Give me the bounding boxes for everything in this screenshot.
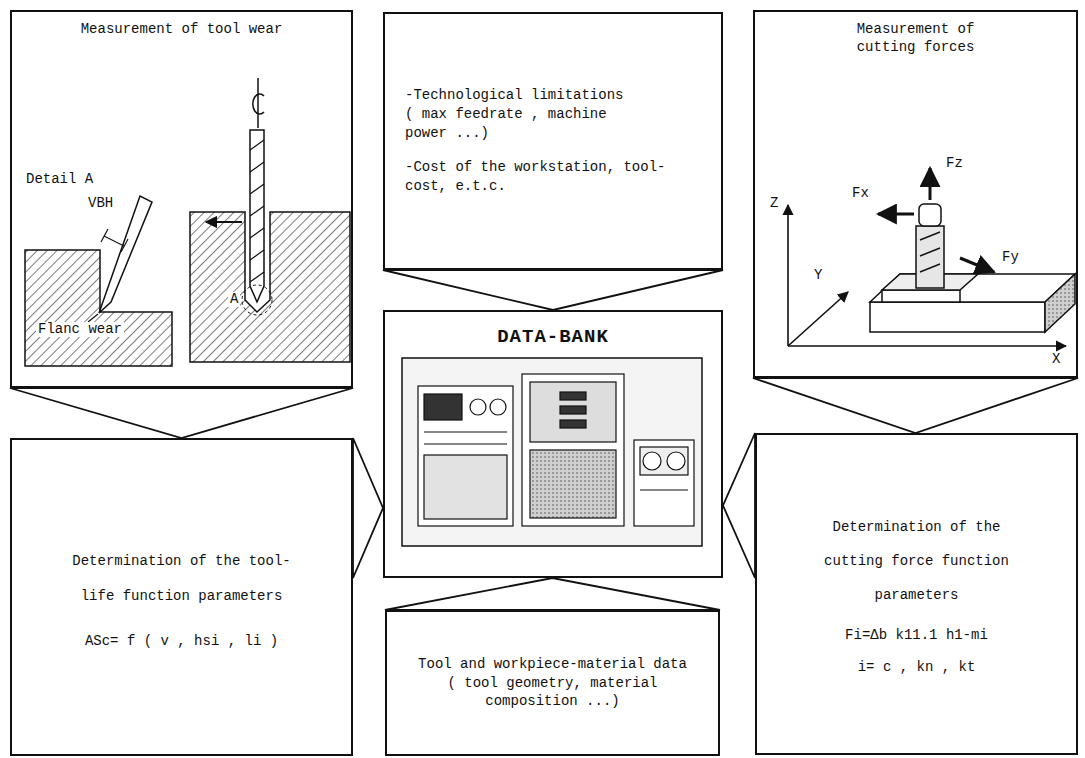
milling-cutter — [920, 232, 940, 240]
figure-label: Flanc wear — [36, 322, 124, 337]
computer-cabinets — [560, 420, 586, 428]
computer-frame — [402, 358, 702, 546]
flow-arrow — [385, 578, 720, 610]
databank-box: DATA-BANK — [383, 310, 723, 578]
computer-cabinets — [560, 392, 586, 400]
computer-cabinets — [424, 394, 462, 420]
wear-dimension — [101, 229, 128, 252]
computer-cabinets — [418, 386, 513, 526]
drill — [250, 140, 264, 282]
box-heading: Measurement of tool wear — [81, 20, 283, 38]
computer-cabinets — [530, 450, 616, 518]
box-text: -Cost of the workstation, tool-cost, e.t… — [405, 158, 685, 196]
flow-arrow — [383, 270, 723, 310]
process-box: Determination of the cutting force funct… — [755, 433, 1078, 755]
force-arrows — [929, 168, 932, 200]
workpiece-block — [870, 274, 1075, 332]
detail-circle — [242, 285, 272, 315]
drill — [250, 272, 264, 282]
computer-cabinets — [634, 440, 694, 526]
flow-arrow — [753, 378, 1078, 433]
figure-label: VBH — [86, 196, 115, 211]
box-heading: Measurement of cutting forces — [841, 20, 991, 56]
drill — [250, 184, 264, 194]
workpiece-block — [870, 274, 1075, 302]
computer-cabinets — [424, 443, 507, 444]
box-text: Fi=Δb k11.1 h1-mi — [845, 626, 988, 644]
box-text: i= c , kn , kt — [858, 658, 976, 676]
box-heading: DATA-BANK — [497, 326, 609, 349]
computer-cabinets — [560, 406, 586, 414]
feed-arrow — [206, 221, 242, 223]
workpiece-block — [870, 302, 1045, 332]
figure-label: Z — [768, 196, 780, 211]
figure-label: Detail A — [24, 172, 95, 187]
figure-label: A — [228, 292, 240, 307]
computer-cabinets — [490, 399, 506, 415]
milling-cutter — [916, 226, 944, 288]
drill — [250, 250, 264, 260]
figure-label: Fz — [944, 156, 965, 171]
measurement-box: Measurement of cutting forces — [753, 10, 1078, 378]
computer-cabinets — [640, 447, 688, 475]
milling-cutter — [920, 264, 940, 272]
axes — [787, 205, 789, 346]
figure-label: Y — [812, 268, 824, 283]
computer-cabinets — [643, 452, 661, 470]
drill — [250, 162, 264, 172]
drill — [250, 130, 264, 302]
box-heading: Determination of the cutting force funct… — [807, 511, 1027, 612]
wear-dimension — [104, 236, 124, 246]
milling-cutter — [916, 204, 944, 288]
figure-label: X — [1050, 352, 1062, 367]
figure-label: Fx — [850, 186, 871, 201]
milling-cutter — [920, 248, 940, 256]
computer-cabinets — [522, 374, 624, 526]
drill — [250, 130, 264, 302]
axes — [788, 292, 848, 346]
rotation-symbol — [253, 94, 264, 114]
flow-arrow — [723, 433, 755, 578]
drill — [250, 206, 264, 216]
computer-cabinets — [424, 431, 507, 432]
workpiece-block — [882, 290, 960, 302]
detail-workpiece — [25, 250, 172, 366]
rotation-symbol — [257, 78, 259, 128]
flow-arrow — [10, 388, 353, 438]
computer-cabinets — [418, 374, 694, 526]
wear-dimension — [121, 239, 128, 252]
workpiece-section — [190, 212, 350, 362]
box-heading: Determination of the tool-life function … — [62, 544, 302, 614]
wear-dimension — [101, 229, 108, 242]
box-text: ASc= f ( v , hsi , li ) — [85, 632, 278, 650]
constraints-box: -Technological limitations ( max feedrat… — [383, 12, 723, 270]
tool-edge — [99, 196, 152, 313]
data-box: Tool and workpiece-material data ( tool … — [385, 610, 720, 756]
milling-cutter — [919, 204, 941, 226]
rotation-symbol — [253, 78, 264, 128]
workpiece-block — [1045, 274, 1075, 332]
box-heading: -Technological limitations ( max feedrat… — [405, 86, 635, 143]
drill — [250, 228, 264, 238]
force-arrows — [960, 258, 994, 272]
axes — [788, 345, 1066, 347]
computer-cabinets — [640, 489, 688, 490]
process-box: Determination of the tool-life function … — [10, 438, 353, 756]
force-arrows — [878, 213, 914, 216]
flow-arrow — [353, 438, 383, 578]
computer-cabinets — [530, 382, 616, 442]
computer-cabinets — [667, 452, 685, 470]
box-heading: Tool and workpiece-material data ( tool … — [413, 655, 693, 712]
drill — [250, 140, 264, 150]
force-arrows — [878, 168, 994, 272]
computer-cabinets — [470, 399, 486, 415]
computer-cabinets — [424, 455, 507, 519]
leader-line — [88, 314, 98, 322]
figure-label: Fy — [1000, 250, 1021, 265]
